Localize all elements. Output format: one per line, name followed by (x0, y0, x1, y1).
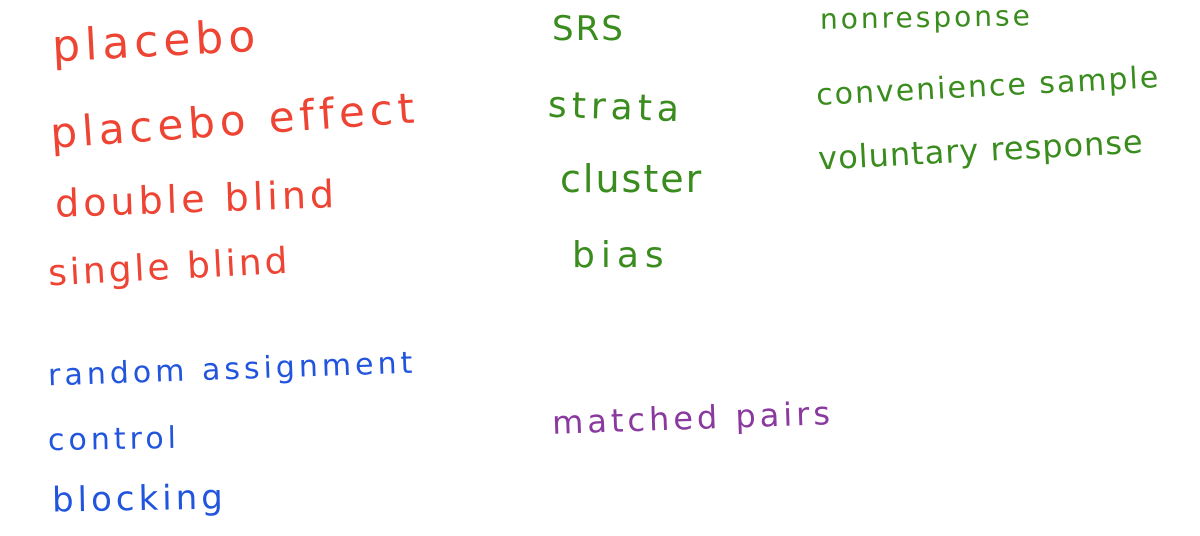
term-strata: strata (547, 84, 685, 131)
term-convenience-sample: convenience sample (815, 60, 1162, 113)
term-blocking: blocking (51, 477, 228, 521)
term-srs: SRS (552, 9, 625, 49)
term-double-blind: double blind (54, 172, 339, 226)
term-bias: bias (572, 235, 670, 276)
term-placebo: placebo (50, 10, 262, 73)
term-nonresponse: nonresponse (819, 0, 1034, 36)
term-matched-pairs: matched pairs (551, 394, 835, 442)
term-voluntary-response: voluntary response (817, 122, 1145, 178)
term-random-assignment: random assignment (47, 345, 417, 394)
term-control: control (47, 420, 181, 459)
term-single-blind: single blind (47, 240, 292, 295)
term-cluster: cluster (560, 157, 704, 201)
term-placebo-effect: placebo effect (48, 83, 421, 158)
